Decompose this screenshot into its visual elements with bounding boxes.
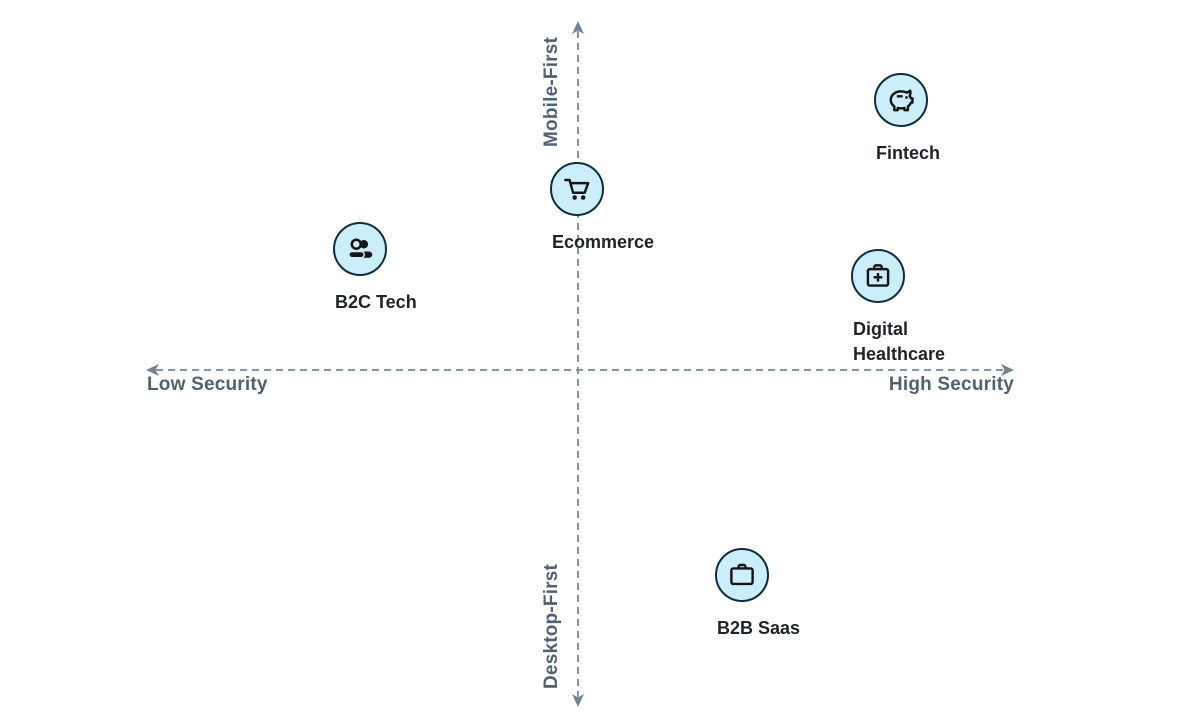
ecommerce-bubble [550, 162, 604, 216]
chart-point-b2c-tech: B2C Tech [333, 222, 417, 312]
piggy-bank-icon [889, 89, 914, 112]
chart-point-fintech: Fintech [874, 73, 940, 163]
shopping-cart-icon [564, 178, 590, 200]
chart-point-b2b-saas: B2B Saas [715, 548, 800, 638]
arrow-right-icon [1001, 364, 1014, 376]
b2c-tech-bubble [333, 222, 387, 276]
x-axis-right-label: High Security [888, 374, 1014, 395]
arrow-down-icon [572, 694, 584, 707]
users-icon [348, 238, 373, 259]
chart-point-ecommerce: Ecommerce [550, 162, 654, 252]
arrow-up-icon [572, 21, 584, 34]
fintech-bubble [874, 73, 928, 127]
chart-point-digital-healthcare: Digital Healthcare [851, 249, 945, 364]
briefcase-icon [730, 563, 754, 586]
x-axis-left-label: Low Security [147, 374, 268, 395]
y-axis-top-label: Mobile-First [541, 36, 562, 148]
point-label-b2b-saas: B2B Saas [717, 618, 801, 638]
point-label-fintech: Fintech [876, 143, 941, 163]
arrow-left-icon [146, 364, 159, 376]
point-label-digital-healthcare: Digital Healthcare [853, 319, 946, 364]
point-label-b2c-tech: B2C Tech [335, 292, 417, 312]
digital-healthcare-bubble [851, 249, 905, 303]
point-label-ecommerce: Ecommerce [552, 232, 655, 252]
b2b-saas-bubble [715, 548, 769, 602]
y-axis-bottom-label: Desktop-First [541, 563, 562, 689]
medical-bag-icon [866, 264, 890, 287]
